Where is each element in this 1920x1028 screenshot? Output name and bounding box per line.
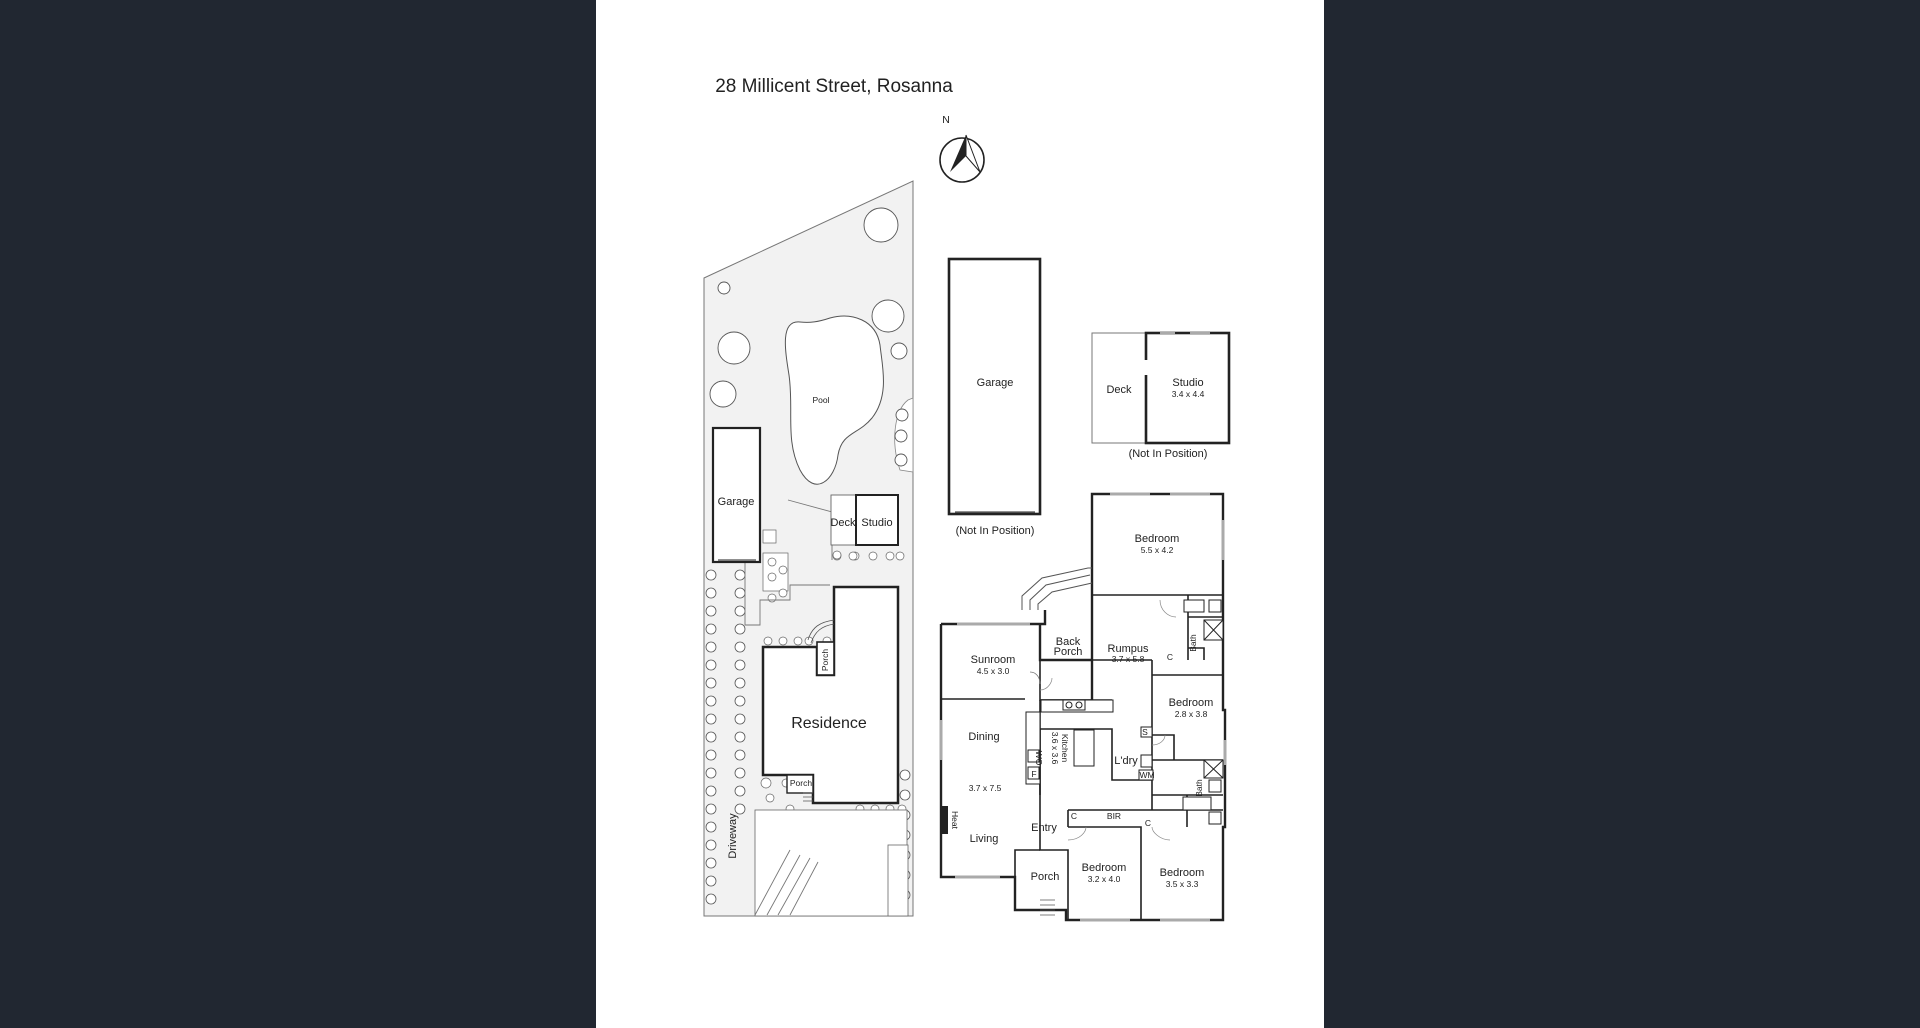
room-rumpus-dim: 3.7 x 5.8 [1112,654,1145,664]
room-f-label: F [1031,769,1036,779]
room-back-porch-label-1: Back [1056,636,1081,648]
site-rear-porch-label: Porch [820,649,830,671]
driveway-label: Driveway [727,813,739,859]
room-entry-label: Entry [1031,822,1057,834]
room-c2-label: C [1071,811,1077,821]
north-label: N [942,114,950,126]
site-residence-label: Residence [791,715,867,732]
site-studio-label: Studio [861,517,892,529]
studio-detail-deck-label: Deck [1106,384,1132,396]
room-bedroom3-dim: 3.2 x 4.0 [1088,874,1121,884]
room-bedroom2-label: Bedroom [1169,697,1214,709]
room-sunroom-dim: 4.5 x 3.0 [977,666,1010,676]
site-garage-label: Garage [718,496,755,508]
garage-detail: Garage (Not In Position) [947,257,1042,537]
studio-detail-studio-label: Studio [1172,377,1203,389]
studio-detail-dim: 3.4 x 4.4 [1172,389,1205,399]
site-pool-label: Pool [812,395,829,405]
room-bath2-label: Bath [1194,779,1204,797]
room-living-dim: 3.7 x 7.5 [969,783,1002,793]
room-living-label: Living [970,833,999,845]
room-c1-label: C [1167,652,1173,662]
site-plan: Pool [703,180,914,917]
studio-detail: Deck Studio 3.4 x 4.4 (Not In Position) [1091,331,1231,460]
plan-title: 28 Millicent Street, Rosanna [715,76,953,97]
garage-detail-label: Garage [977,377,1014,389]
site-front-porch-label: Porch [790,778,812,788]
pool [784,315,884,485]
room-bedroom1-dim: 5.5 x 4.2 [1141,545,1174,555]
room-wo-label: WO [1034,751,1044,766]
site-deck-label: Deck [830,517,856,529]
room-bedroom1-label: Bedroom [1135,533,1180,545]
room-porch-label: Porch [1031,871,1060,883]
room-laundry-label: L'dry [1114,755,1138,767]
room-s-label: S [1142,727,1148,737]
room-bir-label: BIR [1107,811,1121,821]
room-bedroom4-dim: 3.5 x 3.3 [1166,879,1199,889]
room-sunroom-label: Sunroom [971,654,1016,666]
room-bedroom3-label: Bedroom [1082,862,1127,874]
room-dining-label: Dining [968,731,999,743]
room-bath1-label: Bath [1188,634,1198,652]
room-c3-label: C [1145,818,1151,828]
garage-detail-note: (Not In Position) [956,525,1035,537]
room-kitchen-dim: 3.6 x 3.6 [1050,732,1060,765]
room-back-porch-label-2: Porch [1054,646,1083,658]
room-bedroom2-dim: 2.8 x 3.8 [1175,709,1208,719]
room-heat-label: Heat [950,811,960,830]
room-rumpus-label: Rumpus [1108,643,1149,655]
house-floor-plan: Bedroom 5.5 x 4.2 Rumpus 3.7 x 5.8 Back … [939,492,1227,922]
room-bedroom4-label: Bedroom [1160,867,1205,879]
north-arrow-icon: N [939,114,985,183]
room-kitchen-label: Kitchen [1060,734,1070,763]
room-wm-label: WM [1139,770,1154,780]
studio-detail-note: (Not In Position) [1129,448,1208,460]
